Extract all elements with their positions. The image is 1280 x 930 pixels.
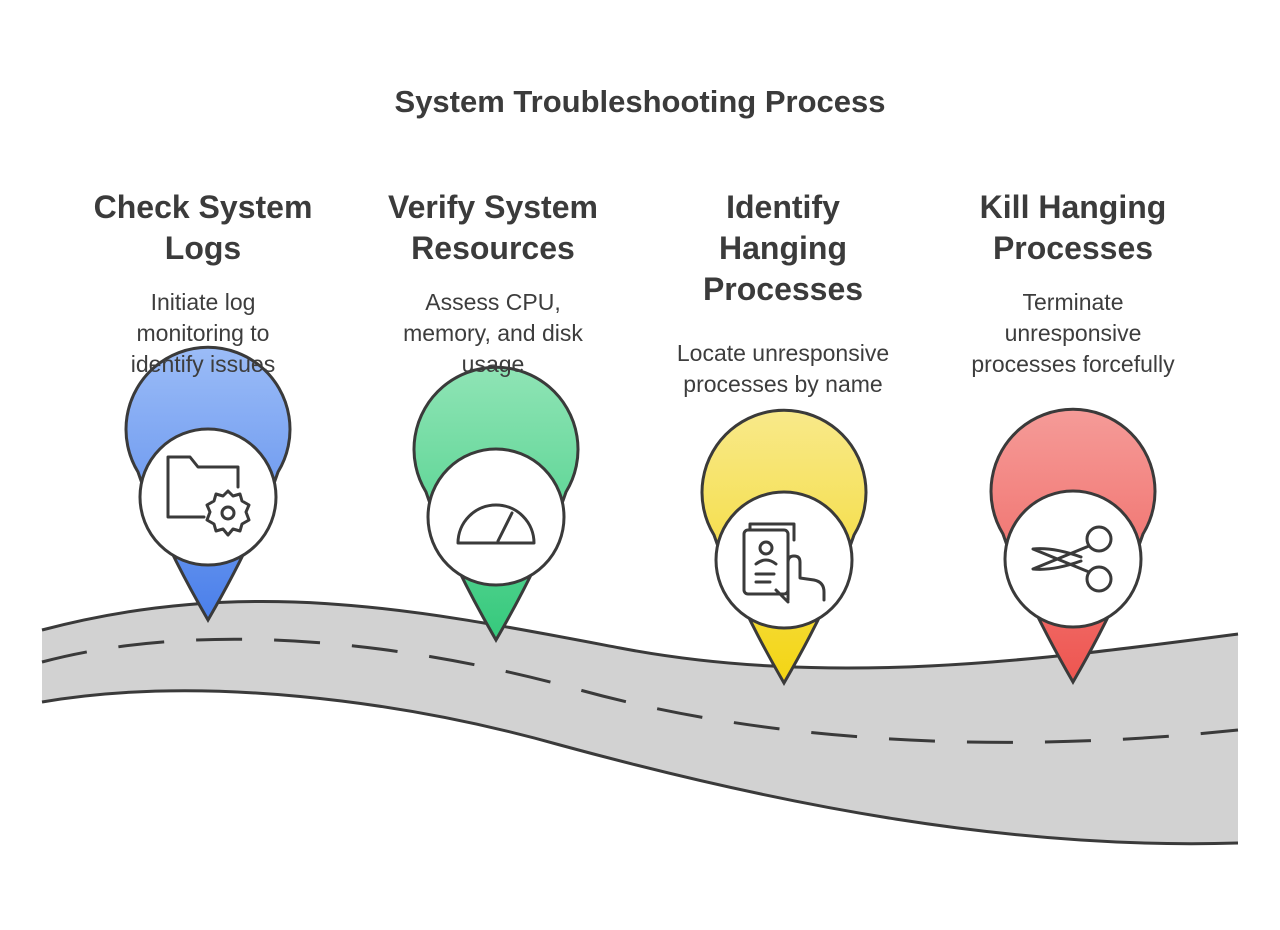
step-identify-hanging-processes: Identify Hanging Processes Locate unresp… bbox=[652, 187, 914, 400]
step-check-system-logs: Check System Logs Initiate log monitorin… bbox=[78, 187, 328, 380]
step-description: Terminate unresponsive processes forcefu… bbox=[971, 289, 1175, 377]
road-surface bbox=[42, 601, 1238, 844]
step-description: Assess CPU, memory, and disk usage bbox=[403, 289, 583, 377]
road-center-line bbox=[41, 637, 1239, 744]
pin-kill-hanging-processes bbox=[989, 407, 1157, 685]
pin-identify-hanging-processes bbox=[700, 408, 868, 686]
id-card-hand-icon bbox=[742, 522, 826, 604]
road-edge-bottom bbox=[41, 689, 1239, 846]
road bbox=[41, 600, 1239, 846]
step-title: Check System Logs bbox=[93, 189, 313, 266]
pin-check-system-logs bbox=[124, 345, 292, 623]
step-description: Locate unresponsive processes by name bbox=[676, 340, 890, 397]
gauge-icon bbox=[456, 503, 536, 545]
step-title: Identify Hanging Processes bbox=[702, 189, 864, 307]
step-title: Kill Hanging Processes bbox=[979, 189, 1167, 266]
step-description: Initiate log monitoring to identify issu… bbox=[130, 289, 276, 377]
step-title: Verify System Resources bbox=[388, 189, 598, 266]
pin-verify-system-resources bbox=[412, 365, 580, 643]
step-kill-hanging-processes: Kill Hanging Processes Terminate unrespo… bbox=[942, 187, 1204, 380]
scissors-icon bbox=[1031, 525, 1113, 593]
folder-gear-icon bbox=[166, 455, 251, 537]
step-verify-system-resources: Verify System Resources Assess CPU, memo… bbox=[368, 187, 618, 380]
road-edge-top bbox=[41, 600, 1239, 670]
page-title: System Troubleshooting Process bbox=[394, 84, 886, 119]
